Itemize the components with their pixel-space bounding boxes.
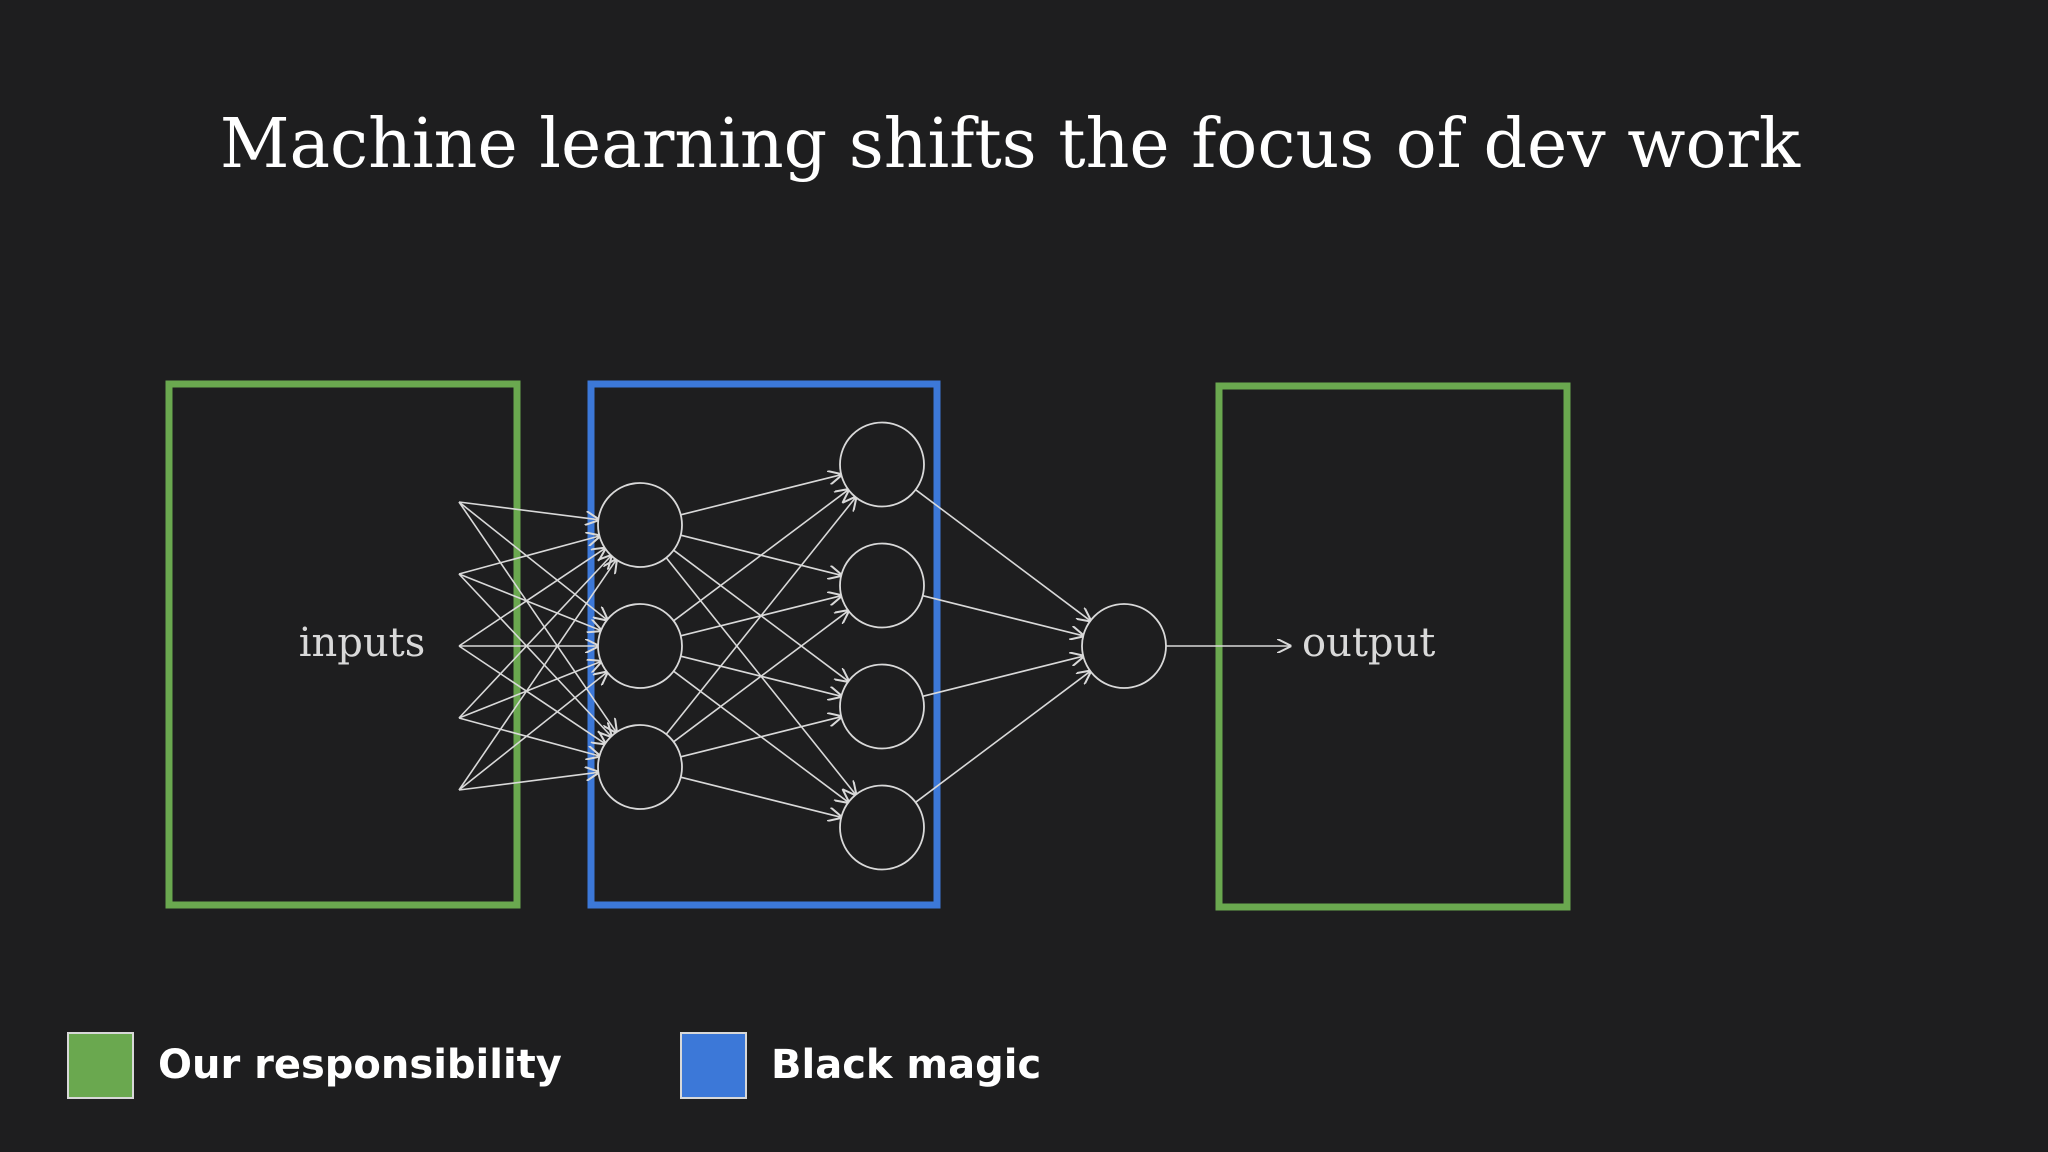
input-connection [458, 645, 605, 744]
hidden-connection [680, 776, 842, 817]
network-connections [458, 475, 1290, 818]
input-connection [458, 501, 607, 620]
input-connection [458, 556, 611, 719]
input-connection [458, 772, 598, 791]
hidden-layer-2-node [839, 542, 925, 629]
input-connection [458, 560, 616, 791]
legend-item-black-magic: Black magic [680, 1030, 1041, 1100]
inputs-label: inputs [299, 620, 426, 666]
hidden-layer-2-node [839, 784, 925, 871]
hidden-layer-1-node [597, 482, 683, 568]
hidden-connection [665, 497, 856, 735]
legend-item-responsibility: Our responsibility [67, 1030, 562, 1100]
legend-label-black-magic: Black magic [771, 1042, 1042, 1088]
output-connection [922, 656, 1084, 698]
output-connection [915, 671, 1091, 803]
hidden-connection [680, 717, 842, 758]
hidden-layer-1-node [597, 724, 683, 810]
input-connection [458, 573, 601, 630]
hidden-layer-2-node [839, 663, 925, 750]
hidden-layer-1-node [597, 603, 683, 689]
inputs-responsibility-box [165, 380, 521, 909]
output-connection [915, 489, 1091, 621]
input-connection [458, 717, 599, 756]
legend-swatch-black-magic [680, 1031, 747, 1099]
input-connection [458, 536, 599, 575]
input-connection [458, 501, 616, 732]
hidden-connection [673, 490, 849, 622]
network-nodes [597, 421, 1167, 871]
input-connection [458, 573, 611, 736]
input-connection [458, 501, 598, 520]
input-connection [458, 662, 601, 719]
slide-title: Machine learning shifts the focus of dev… [219, 105, 1801, 184]
legend-swatch-responsibility [67, 1031, 134, 1099]
hidden-connection [673, 611, 849, 743]
hidden-layer-2-node [839, 421, 925, 508]
output-node [1081, 603, 1167, 689]
input-connection [458, 548, 605, 647]
input-connection [458, 672, 607, 791]
legend-label-responsibility: Our responsibility [158, 1042, 562, 1088]
hidden-connection [680, 475, 842, 516]
output-label: output [1302, 620, 1435, 666]
output-connection [922, 594, 1084, 636]
